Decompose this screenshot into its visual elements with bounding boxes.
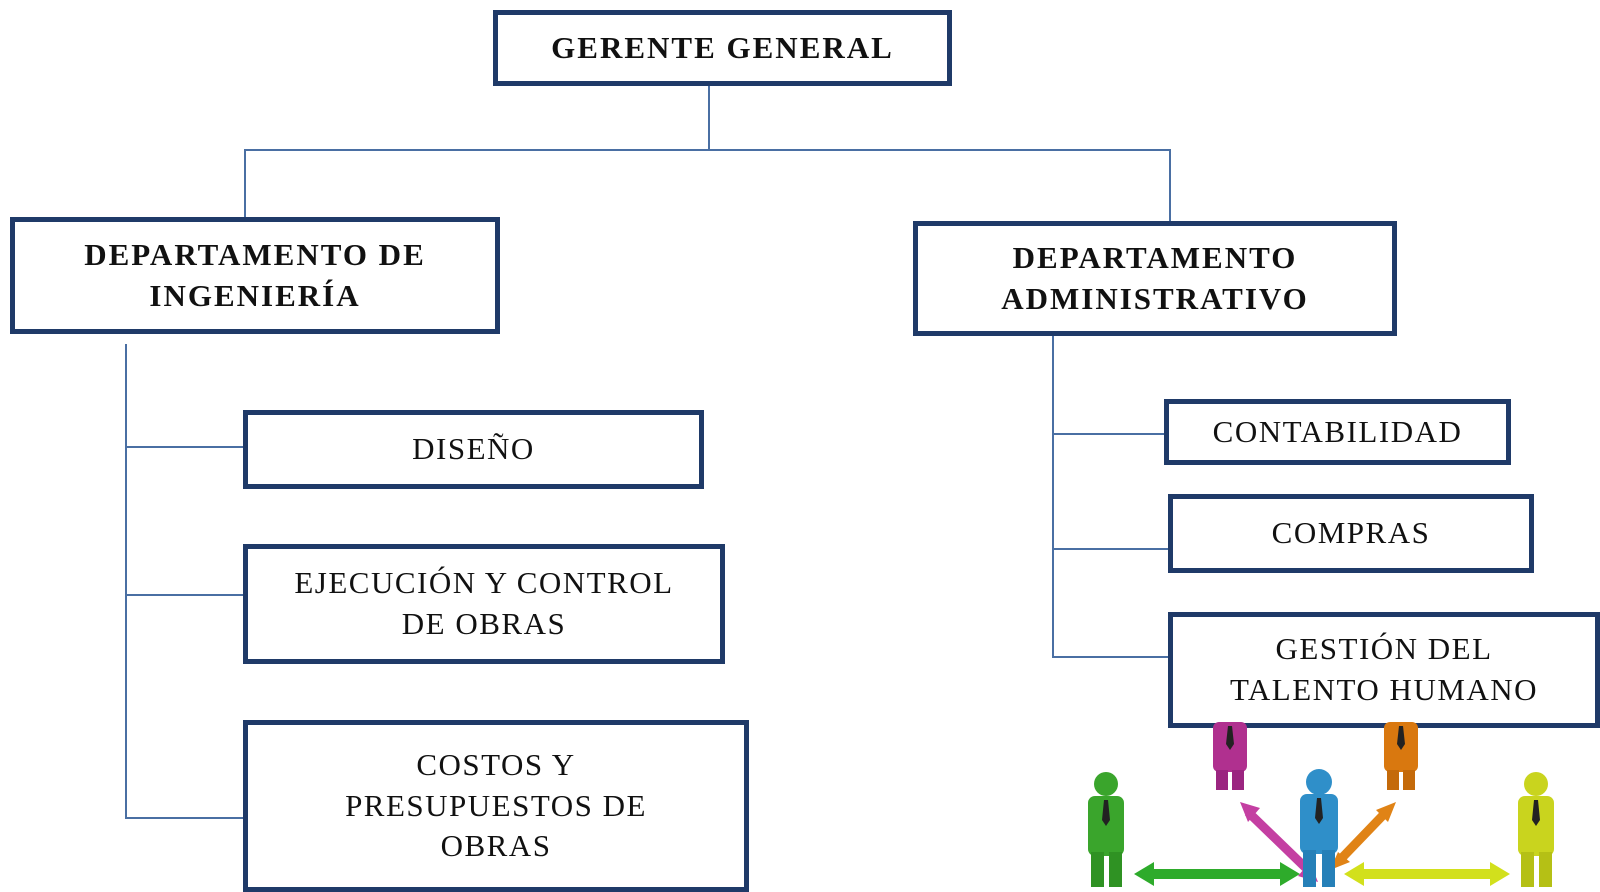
unit-ejecucion-box: EJECUCIÓN Y CONTROL DE OBRAS [243, 544, 725, 664]
dept-admin-box: DEPARTAMENTO ADMINISTRATIVO [913, 221, 1397, 336]
person-magenta-icon [1213, 722, 1247, 790]
person-orange-icon [1384, 722, 1418, 790]
connector-to-ejecucion [125, 594, 245, 596]
unit-diseno-box: DISEÑO [243, 410, 704, 489]
unit-contabilidad-label: CONTABILIDAD [1212, 413, 1463, 449]
unit-contabilidad-box: CONTABILIDAD [1164, 399, 1511, 465]
person-green-icon [1088, 772, 1124, 887]
connector-to-costos [125, 817, 245, 819]
connector-root-down [708, 84, 710, 150]
connector-to-diseno [125, 446, 245, 448]
unit-diseno-label: DISEÑO [412, 431, 535, 467]
root-box: GERENTE GENERAL [493, 10, 952, 86]
unit-compras-label: COMPRAS [1271, 515, 1431, 551]
dept-engineering-label: DEPARTAMENTO DE INGENIERÍA [84, 236, 426, 313]
unit-talento-box: GESTIÓN DEL TALENTO HUMANO [1168, 612, 1600, 728]
connector-to-contabilidad [1052, 433, 1166, 435]
dept-engineering-box: DEPARTAMENTO DE INGENIERÍA [10, 217, 500, 334]
connector-to-talento [1052, 656, 1169, 658]
connector-top-bar [244, 149, 1171, 151]
team-network-people-icon [1088, 722, 1554, 887]
unit-costos-label: COSTOS Y PRESUPUESTOS DE OBRAS [345, 746, 647, 864]
unit-compras-box: COMPRAS [1168, 494, 1534, 573]
dept-admin-label: DEPARTAMENTO ADMINISTRATIVO [1001, 239, 1309, 316]
connector-engineering-trunk [125, 344, 127, 819]
connector-to-engineering [244, 149, 246, 217]
unit-costos-box: COSTOS Y PRESUPUESTOS DE OBRAS [243, 720, 749, 892]
root-label: GERENTE GENERAL [551, 29, 894, 65]
connector-to-compras [1052, 548, 1169, 550]
person-blue-icon [1300, 769, 1338, 887]
unit-talento-label: GESTIÓN DEL TALENTO HUMANO [1229, 631, 1539, 707]
unit-ejecucion-label: EJECUCIÓN Y CONTROL DE OBRAS [294, 565, 674, 641]
connector-admin-trunk [1052, 334, 1054, 657]
connector-to-admin [1169, 149, 1171, 221]
person-yellow-icon [1518, 772, 1554, 887]
